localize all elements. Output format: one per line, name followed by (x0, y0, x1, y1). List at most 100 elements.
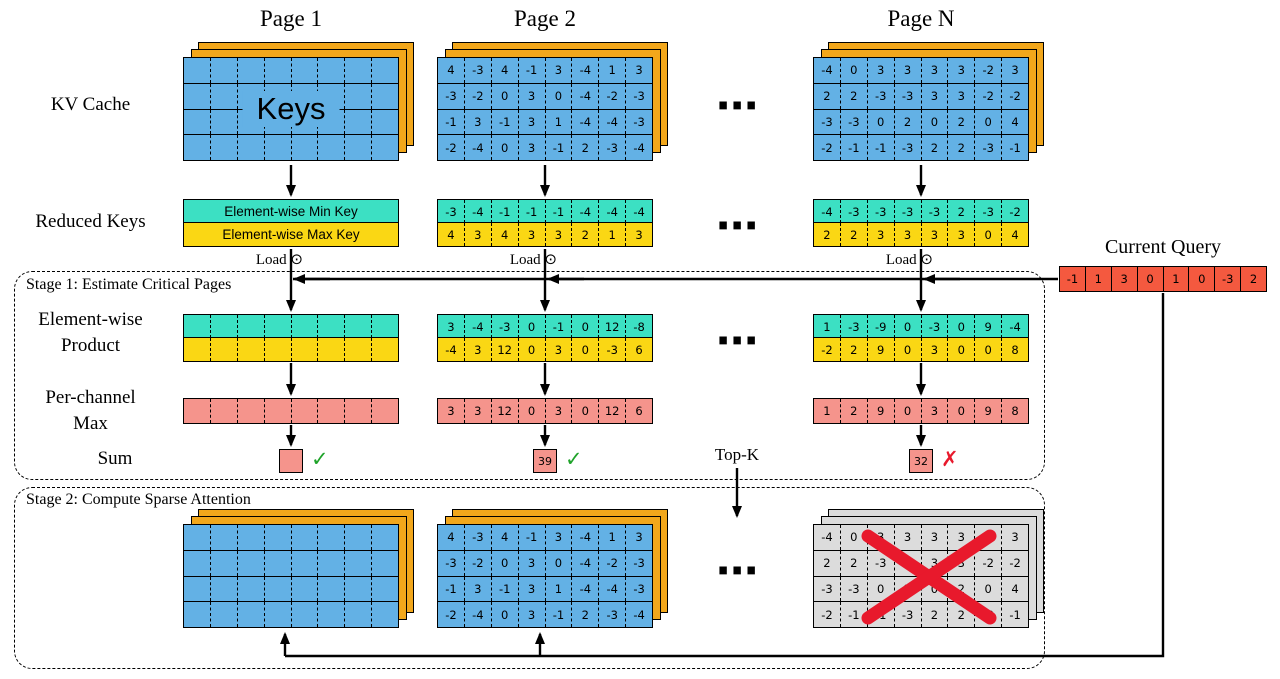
check-icon-page1: ✓ (311, 447, 329, 471)
cell: 4 (490, 525, 518, 550)
cell: 0 (893, 399, 921, 423)
cell: 3 (447, 319, 455, 334)
cell: -2 (1001, 550, 1028, 576)
per-channel-max-label: Per-channel Max (8, 385, 173, 437)
cell (209, 58, 237, 83)
cell: -1 (544, 200, 572, 223)
cell: -2 (1001, 83, 1028, 109)
cell: 0 (974, 223, 1001, 246)
cell (344, 602, 371, 627)
cell: 0 (490, 550, 518, 576)
cell (290, 525, 318, 550)
cell: 0 (490, 135, 518, 160)
cell: -2 (445, 607, 457, 622)
cell: 3 (517, 550, 545, 576)
matrix-row (184, 601, 398, 627)
cell: -3 (625, 576, 652, 602)
cell: 0 (839, 58, 867, 83)
cell (184, 525, 210, 550)
cell: 2 (1240, 267, 1266, 291)
cell: 2 (571, 135, 598, 160)
cell (317, 315, 344, 338)
load-label-pageN: Load ⊙ (885, 252, 933, 268)
cell (236, 550, 264, 576)
topk-label: Top-K (714, 445, 760, 464)
product-page1-max-bar (183, 337, 399, 362)
cell: 3 (544, 525, 572, 550)
cell (263, 602, 291, 627)
cell: 3 (463, 223, 491, 246)
cell (209, 525, 237, 550)
cell: 2 (893, 109, 921, 135)
cell: 0 (1188, 267, 1214, 291)
cell: -3 (463, 525, 491, 550)
cell: -2 (974, 58, 1001, 83)
cell: 0 (866, 109, 894, 135)
cell: 4 (447, 63, 455, 78)
cell: -3 (893, 602, 921, 627)
cell: 9 (866, 399, 894, 423)
cell: 3 (893, 525, 921, 550)
cell: -2 (974, 550, 1001, 576)
cell: -3 (839, 315, 867, 338)
cell: -1 (490, 576, 518, 602)
cell: -4 (1001, 315, 1028, 338)
cell: 0 (839, 525, 867, 550)
cell (263, 315, 291, 338)
cell: 3 (463, 576, 491, 602)
cell (344, 315, 371, 338)
sum-label: Sum (97, 448, 133, 469)
cell: 4 (447, 530, 455, 545)
cell: 4 (490, 58, 518, 83)
cell: -3 (490, 315, 518, 338)
cell: 2 (947, 109, 974, 135)
cell: 3 (1001, 58, 1028, 83)
cell (344, 550, 371, 576)
per-channel-max-label-line1: Per-channel (45, 387, 136, 408)
cell (371, 135, 398, 160)
cell (290, 135, 318, 160)
cell (317, 58, 344, 83)
elementwise-product-label: Element-wise Product (8, 307, 173, 359)
cell: -2 (821, 342, 833, 357)
current-query-label: Current Query (1104, 236, 1222, 258)
matrix-row (184, 338, 398, 361)
cell: 3 (893, 58, 921, 83)
cell (263, 576, 291, 602)
cell: 0 (974, 576, 1001, 602)
cell: -3 (445, 556, 457, 571)
cell: -2 (445, 140, 457, 155)
cell (344, 399, 371, 423)
cell (371, 576, 398, 602)
cell: 3 (544, 223, 572, 246)
cell (290, 315, 318, 338)
cell: -3 (821, 581, 833, 596)
cell: 4 (490, 223, 518, 246)
load-label-page2: Load ⊙ (509, 252, 557, 268)
cell (236, 338, 264, 361)
cell: 2 (920, 135, 948, 160)
cell (371, 525, 398, 550)
cell: 4 (1001, 576, 1028, 602)
load-label-page1: Load ⊙ (255, 252, 303, 268)
cell: -1 (544, 602, 572, 627)
cell (344, 109, 371, 135)
cell (236, 315, 264, 338)
sum-box-page1 (279, 449, 303, 473)
cell: -3 (866, 83, 894, 109)
cell: 2 (920, 602, 948, 627)
cell: 3 (463, 399, 491, 423)
cell: -4 (463, 315, 491, 338)
cell (209, 338, 237, 361)
cell: 3 (947, 223, 974, 246)
